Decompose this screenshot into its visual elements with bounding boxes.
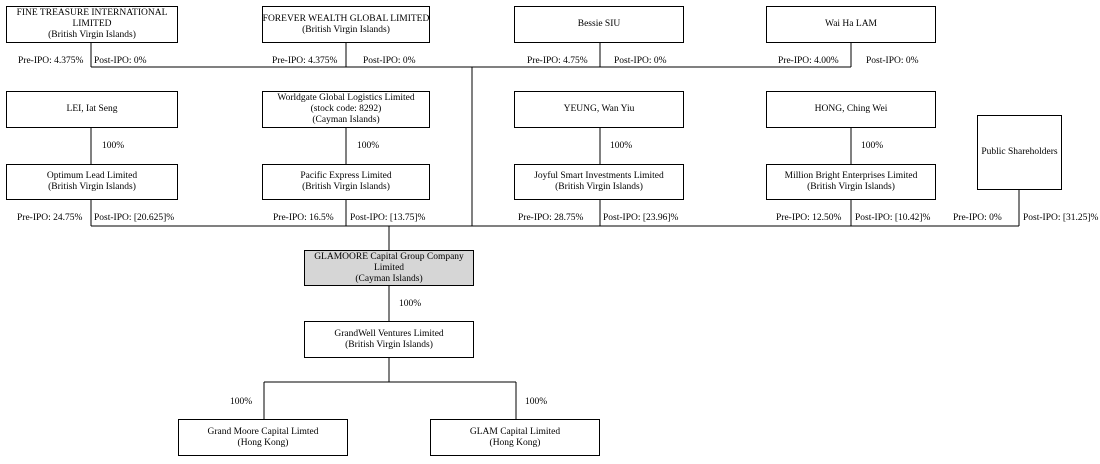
post-ipo-label: Post-IPO: 0%: [94, 56, 147, 66]
public-shareholders-box: Public Shareholders: [977, 115, 1062, 190]
grandwell-name: GrandWell Ventures Limited: [334, 328, 444, 339]
post-ipo-label: Post-IPO: [20.625]%: [94, 213, 175, 223]
post-ipo-label: Post-IPO: 0%: [363, 56, 416, 66]
pre-ipo-label: Pre-IPO: 4.75%: [527, 56, 588, 66]
owner-box-worldgate: Worldgate Global Logistics Limited (stoc…: [262, 91, 430, 128]
company-name-line2: Limited: [373, 262, 405, 273]
owner-place: (Cayman Islands): [312, 115, 380, 125]
ownership-pct: 100%: [357, 141, 380, 151]
owner-name: LEI, Iat Seng: [66, 104, 118, 114]
subsidiary-box-glam-capital: GLAM Capital Limited (Hong Kong): [430, 419, 600, 456]
holding-box-pacific-express: Pacific Express Limited (British Virgin …: [262, 164, 430, 200]
pre-ipo-label: Pre-IPO: 0%: [953, 213, 1002, 223]
post-ipo-label: Post-IPO: [23.96]%: [603, 213, 679, 223]
public-shareholders-name: Public Shareholders: [981, 147, 1058, 157]
pre-ipo-label: Pre-IPO: 4.375%: [18, 56, 84, 66]
pre-ipo-label: Pre-IPO: 12.50%: [776, 213, 842, 223]
shareholder-place: (British Virgin Islands): [302, 24, 390, 35]
owner-name: HONG, Ching Wei: [814, 104, 888, 114]
shareholder-name: Bessie SIU: [577, 19, 621, 29]
holding-place: (British Virgin Islands): [302, 182, 390, 192]
subsidiary-name: GLAM Capital Limited: [469, 426, 561, 437]
ownership-pct: 100%: [610, 141, 633, 151]
pre-ipo-label: Pre-IPO: 16.5%: [273, 213, 334, 223]
pre-ipo-label: Pre-IPO: 24.75%: [17, 213, 83, 223]
ownership-pct: 100%: [230, 397, 253, 407]
holding-place: (British Virgin Islands): [807, 182, 895, 192]
owner-stock-code: (stock code: 8292): [310, 104, 382, 114]
owner-box-yeung-wan-yiu: YEUNG, Wan Yiu: [514, 91, 684, 128]
holding-name: Optimum Lead Limited: [46, 171, 138, 181]
company-name: GLAMOORE Capital Group Company: [314, 251, 464, 262]
holding-name: Joyful Smart Investments Limited: [534, 171, 664, 181]
ownership-pct: 100%: [102, 141, 125, 151]
post-ipo-label: Post-IPO: 0%: [866, 56, 919, 66]
shareholder-name-line2: LIMITED: [72, 19, 112, 29]
post-ipo-label: Post-IPO: [13.75]%: [350, 213, 426, 223]
pre-ipo-label: Pre-IPO: 4.00%: [778, 56, 839, 66]
holding-box-million-bright: Million Bright Enterprises Limited (Brit…: [766, 164, 936, 200]
pre-ipo-label: Pre-IPO: 28.75%: [518, 213, 584, 223]
shareholder-name: FOREVER WEALTH GLOBAL LIMITED: [262, 13, 430, 24]
holding-name: Million Bright Enterprises Limited: [784, 171, 918, 181]
shareholder-box-forever-wealth: FOREVER WEALTH GLOBAL LIMITED (British V…: [262, 6, 430, 43]
holding-name: Pacific Express Limited: [300, 171, 392, 181]
pre-ipo-label: Pre-IPO: 4.375%: [272, 56, 338, 66]
company-place: (Cayman Islands): [355, 273, 423, 284]
holding-box-joyful-smart: Joyful Smart Investments Limited (Britis…: [514, 164, 684, 200]
owner-box-lei-iat-seng: LEI, Iat Seng: [6, 91, 178, 128]
holding-box-optimum-lead: Optimum Lead Limited (British Virgin Isl…: [6, 164, 178, 200]
post-ipo-label: Post-IPO: 0%: [614, 56, 667, 66]
holding-place: (British Virgin Islands): [48, 182, 136, 192]
subsidiary-place: (Hong Kong): [237, 437, 289, 448]
shareholder-box-fine-treasure: FINE TREASURE INTERNATIONAL LIMITED (Bri…: [6, 6, 178, 43]
shareholder-box-bessie-siu: Bessie SIU: [514, 6, 684, 43]
owner-box-hong-ching-wei: HONG, Ching Wei: [766, 91, 936, 128]
company-box-glamoore: GLAMOORE Capital Group Company Limited (…: [304, 250, 474, 286]
subsidiary-name: Grand Moore Capital Limted: [207, 426, 319, 437]
grandwell-box: GrandWell Ventures Limited (British Virg…: [304, 321, 474, 358]
holding-place: (British Virgin Islands): [555, 182, 643, 192]
ownership-pct: 100%: [399, 299, 422, 309]
ownership-pct: 100%: [861, 141, 884, 151]
shareholder-name: Wai Ha LAM: [825, 19, 877, 29]
owner-name: Worldgate Global Logistics Limited: [277, 93, 415, 103]
shareholder-box-wai-ha-lam: Wai Ha LAM: [766, 6, 936, 43]
shareholder-name: FINE TREASURE INTERNATIONAL: [16, 8, 168, 18]
shareholder-place: (British Virgin Islands): [48, 30, 136, 40]
post-ipo-label: Post-IPO: [31.25]%: [1023, 213, 1099, 223]
owner-name: YEUNG, Wan Yiu: [563, 104, 635, 114]
grandwell-place: (British Virgin Islands): [345, 339, 433, 350]
subsidiary-place: (Hong Kong): [489, 437, 541, 448]
ownership-pct: 100%: [525, 397, 548, 407]
post-ipo-label: Post-IPO: [10.42]%: [855, 213, 931, 223]
subsidiary-box-grand-moore: Grand Moore Capital Limted (Hong Kong): [178, 419, 348, 456]
